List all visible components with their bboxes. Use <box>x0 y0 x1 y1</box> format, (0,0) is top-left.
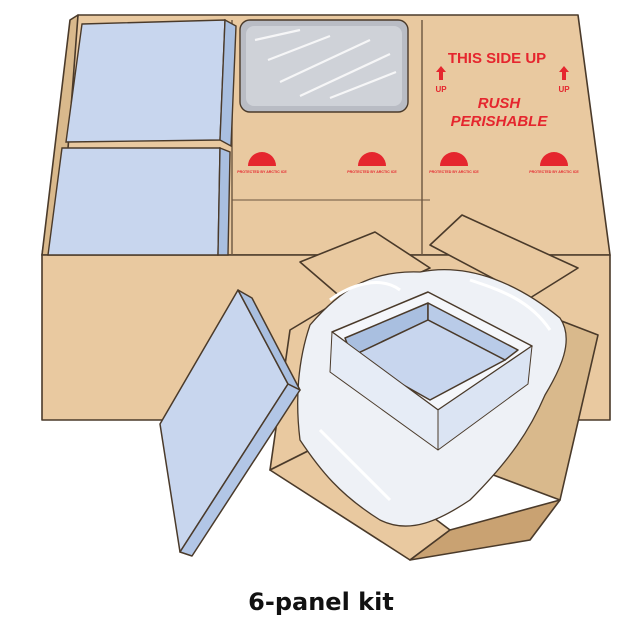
svg-text:PROTECTED BY ARCTIC ICE: PROTECTED BY ARCTIC ICE <box>347 170 397 174</box>
foam-panel-bottom <box>47 147 221 256</box>
foam-panel-top <box>65 19 226 143</box>
inner-flap-back <box>299 231 431 306</box>
snowflake-seal-icon: PROTECTED BY ARCTIC ICE <box>529 152 579 174</box>
svg-text:PROTECTED BY ARCTIC ICE: PROTECTED BY ARCTIC ICE <box>237 170 287 174</box>
cooler-outer-right <box>437 345 533 451</box>
foam-panel-bottom-edge <box>217 146 231 256</box>
snowflake-seal-icon: PROTECTED BY ARCTIC ICE <box>429 152 479 174</box>
perishable-label: PERISHABLE <box>451 113 549 130</box>
kit-caption: 6-panel kit <box>248 588 394 616</box>
up-label-right: UP <box>558 85 570 94</box>
rush-label: RUSH <box>478 95 522 112</box>
loose-panel-bottom <box>179 383 301 557</box>
box-printing: THIS SIDE UP UP UP RUSH PERISHABLE PROTE… <box>237 50 579 174</box>
gel-pack <box>239 19 409 113</box>
snowflake-seal-icon: PROTECTED BY ARCTIC ICE <box>347 152 397 174</box>
this-side-up-label: THIS SIDE UP <box>448 50 546 67</box>
svg-text:PROTECTED BY ARCTIC ICE: PROTECTED BY ARCTIC ICE <box>529 170 579 174</box>
foam-panels-stack <box>47 18 237 256</box>
up-arrow-icon <box>436 66 569 80</box>
up-label-left: UP <box>435 85 447 94</box>
foam-panel-top-edge <box>219 18 237 148</box>
inner-box-side <box>409 499 561 561</box>
loose-foam-panel <box>159 289 301 557</box>
foam-cooler <box>329 291 533 451</box>
svg-text:PROTECTED BY ARCTIC ICE: PROTECTED BY ARCTIC ICE <box>429 170 479 174</box>
snowflake-seal-icon: PROTECTED BY ARCTIC ICE <box>237 152 287 174</box>
